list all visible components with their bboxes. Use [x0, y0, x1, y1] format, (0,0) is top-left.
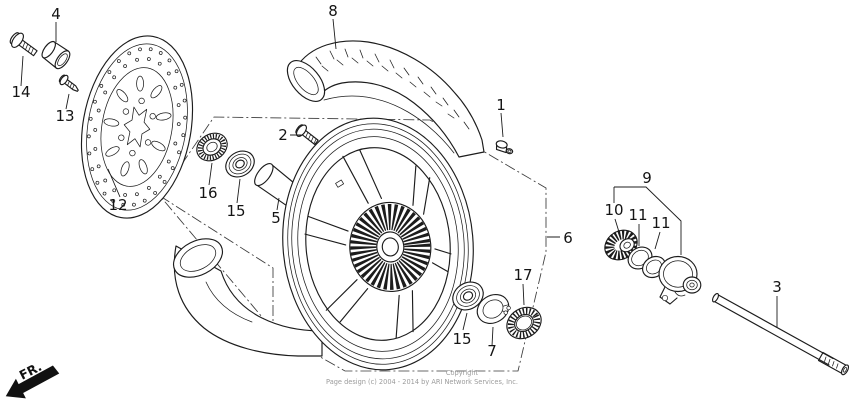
- callout-16[interactable]: 16: [198, 184, 217, 202]
- callout-3[interactable]: 3: [772, 278, 782, 296]
- tire-tread-hatch: [315, 48, 470, 130]
- callout-15-right[interactable]: 15: [452, 330, 471, 348]
- callout-11-left[interactable]: 11: [628, 206, 647, 224]
- part-collar-4[interactable]: [39, 39, 73, 71]
- rim-valve-nub: [335, 179, 344, 188]
- part-bearing-15-left[interactable]: [221, 146, 259, 182]
- part-retainer-7[interactable]: [472, 289, 514, 329]
- part-bolt-2[interactable]: [294, 123, 321, 148]
- part-bolt-13[interactable]: [58, 73, 82, 95]
- part-wheel[interactable]: [272, 110, 483, 378]
- watermark-line2: Page design (c) 2004 - 2014 by ARI Netwo…: [326, 378, 518, 386]
- watermark: Copyright Page design (c) 2004 - 2014 by…: [326, 369, 518, 386]
- front-direction-indicator: FR.: [5, 359, 60, 399]
- callout-5[interactable]: 5: [271, 209, 281, 227]
- part-bearing-15-right[interactable]: [448, 276, 489, 315]
- callout-10[interactable]: 10: [604, 201, 623, 219]
- leader-lines: [20, 18, 778, 347]
- part-gearbox-9[interactable]: [658, 255, 702, 305]
- wheel-hub: [349, 201, 432, 292]
- disc-slots: [103, 75, 172, 177]
- wheel-spokes: [304, 149, 452, 339]
- part-nut-1[interactable]: [495, 140, 515, 155]
- part-brake-disc[interactable]: [68, 27, 206, 227]
- callout-2[interactable]: 2: [278, 126, 288, 144]
- part-speedo-gear-10[interactable]: [599, 224, 643, 266]
- callout-14[interactable]: 14: [11, 83, 30, 101]
- callout-9[interactable]: 9: [642, 169, 652, 187]
- callout-9-bracket: [613, 186, 682, 255]
- callout-13[interactable]: 13: [55, 107, 74, 125]
- disc-drill-holes: [86, 47, 188, 207]
- callout-4[interactable]: 4: [51, 5, 61, 23]
- part-dust-seal-17[interactable]: [501, 301, 547, 345]
- part-bolt-14[interactable]: [7, 30, 40, 60]
- callout-7[interactable]: 7: [487, 342, 497, 360]
- part-axle-3[interactable]: [711, 292, 850, 376]
- front-arrow-icon: [5, 365, 60, 399]
- callout-6[interactable]: 6: [563, 229, 573, 247]
- callout-15-left[interactable]: 15: [226, 202, 245, 220]
- callout-17[interactable]: 17: [513, 266, 532, 284]
- callout-1[interactable]: 1: [496, 96, 506, 114]
- callout-11-right[interactable]: 11: [651, 214, 670, 232]
- watermark-line1: Copyright: [446, 369, 479, 377]
- part-bearing-16[interactable]: [192, 128, 233, 167]
- callout-labels: 4 14 13 12 8 2 1 16 15 5 6 17 15 7 9 10 …: [11, 2, 781, 360]
- callout-8[interactable]: 8: [328, 2, 338, 20]
- disc-center-spline: [123, 106, 151, 148]
- part-tire-lower[interactable]: [167, 231, 323, 357]
- part-tire-upper[interactable]: [280, 40, 485, 158]
- callout-12[interactable]: 12: [108, 196, 127, 214]
